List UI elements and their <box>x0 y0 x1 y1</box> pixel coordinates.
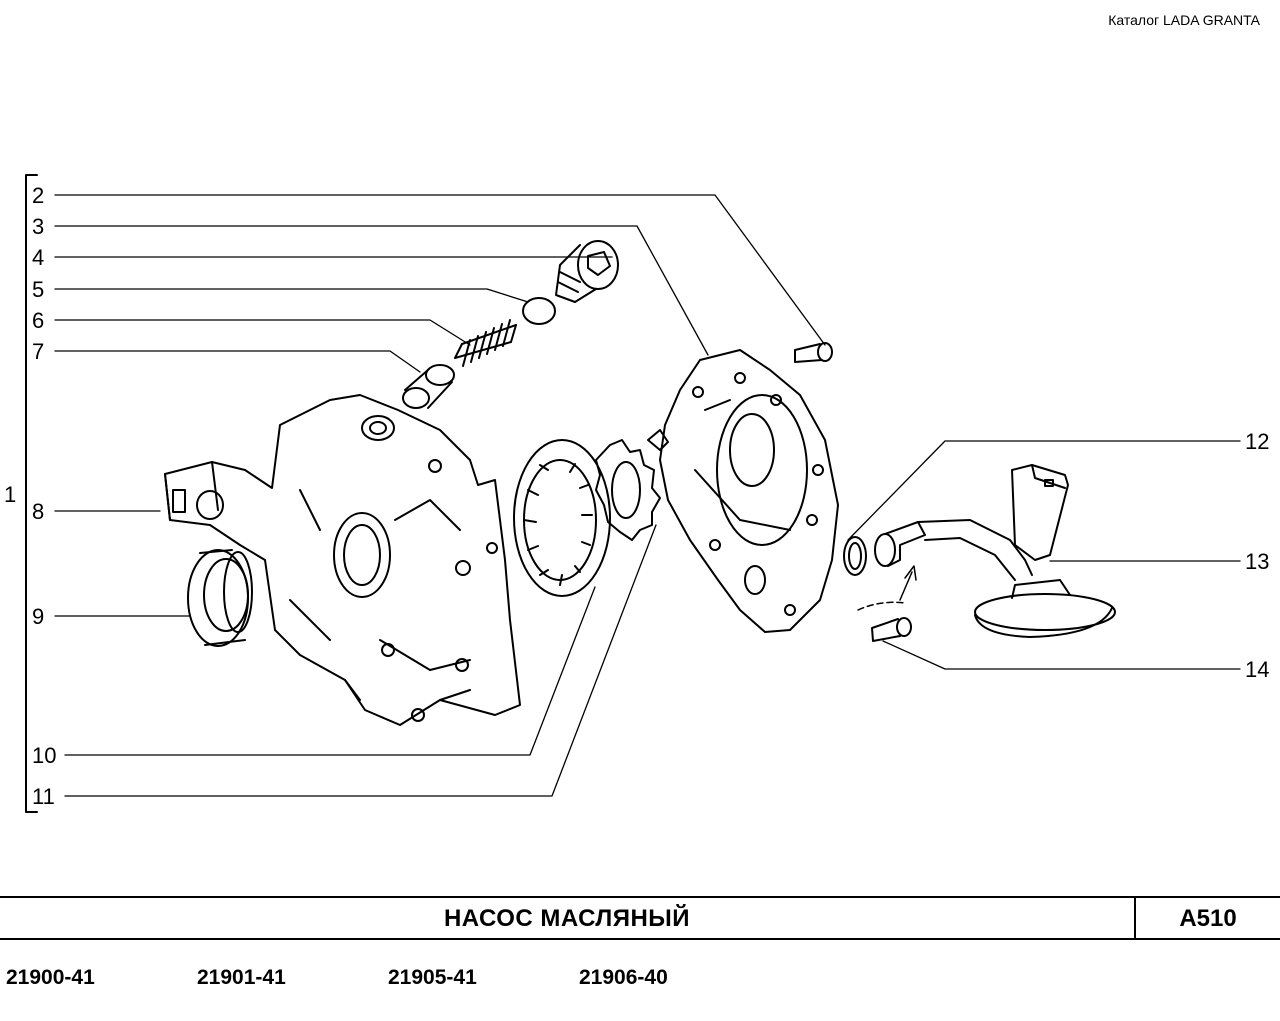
callout-10: 10 <box>32 743 56 768</box>
model-code: 21906-40 <box>579 966 668 989</box>
model-code: 21900-41 <box>6 966 95 989</box>
callout-2: 2 <box>32 183 44 208</box>
callout-4: 4 <box>32 245 44 270</box>
callout-14: 14 <box>1245 657 1269 682</box>
spring-part <box>454 319 517 367</box>
suction-o-ring-part <box>843 536 867 576</box>
pump-cover-part <box>647 349 839 633</box>
callout-8: 8 <box>32 499 44 524</box>
model-code: 21905-41 <box>388 966 477 989</box>
callout-6: 6 <box>32 308 44 333</box>
inner-gear-part <box>595 439 661 541</box>
callout-13: 13 <box>1245 549 1269 574</box>
model-list: 21900-41 21901-41 21905-41 21906-40 <box>0 966 1280 996</box>
callout-9: 9 <box>32 604 44 629</box>
group-bracket <box>25 174 38 813</box>
section-code: A510 <box>1179 905 1237 932</box>
callout-1: 1 <box>4 482 16 507</box>
small-bolt-part <box>871 617 912 642</box>
pump-body-part <box>164 394 521 726</box>
callout-7: 7 <box>32 339 44 364</box>
callout-3: 3 <box>32 214 44 239</box>
oil-pump-exploded-diagram: 1 2 3 4 5 6 7 8 9 10 11 12 13 14 <box>4 174 1269 813</box>
model-code: 21901-41 <box>197 966 286 989</box>
bolt-part <box>794 342 833 363</box>
washer-part <box>522 297 556 325</box>
title-bar: НАСОС МАСЛЯНЫЙ A510 <box>0 896 1280 940</box>
assembly-arrow <box>857 565 917 611</box>
plug-part <box>555 240 619 303</box>
callout-5: 5 <box>32 277 44 302</box>
bushing-part <box>402 364 455 409</box>
callout-12: 12 <box>1245 429 1269 454</box>
leader-lines <box>54 194 1241 797</box>
title-divider <box>1134 898 1136 938</box>
callout-11: 11 <box>32 784 55 809</box>
oil-intake-pipe-part <box>874 464 1116 638</box>
page-title: НАСОС МАСЛЯНЫЙ <box>443 905 691 932</box>
catalog-label: Каталог LADA GRANTA <box>1108 12 1260 28</box>
shaft-seal-part <box>187 549 253 647</box>
outer-gear-part <box>513 439 611 597</box>
